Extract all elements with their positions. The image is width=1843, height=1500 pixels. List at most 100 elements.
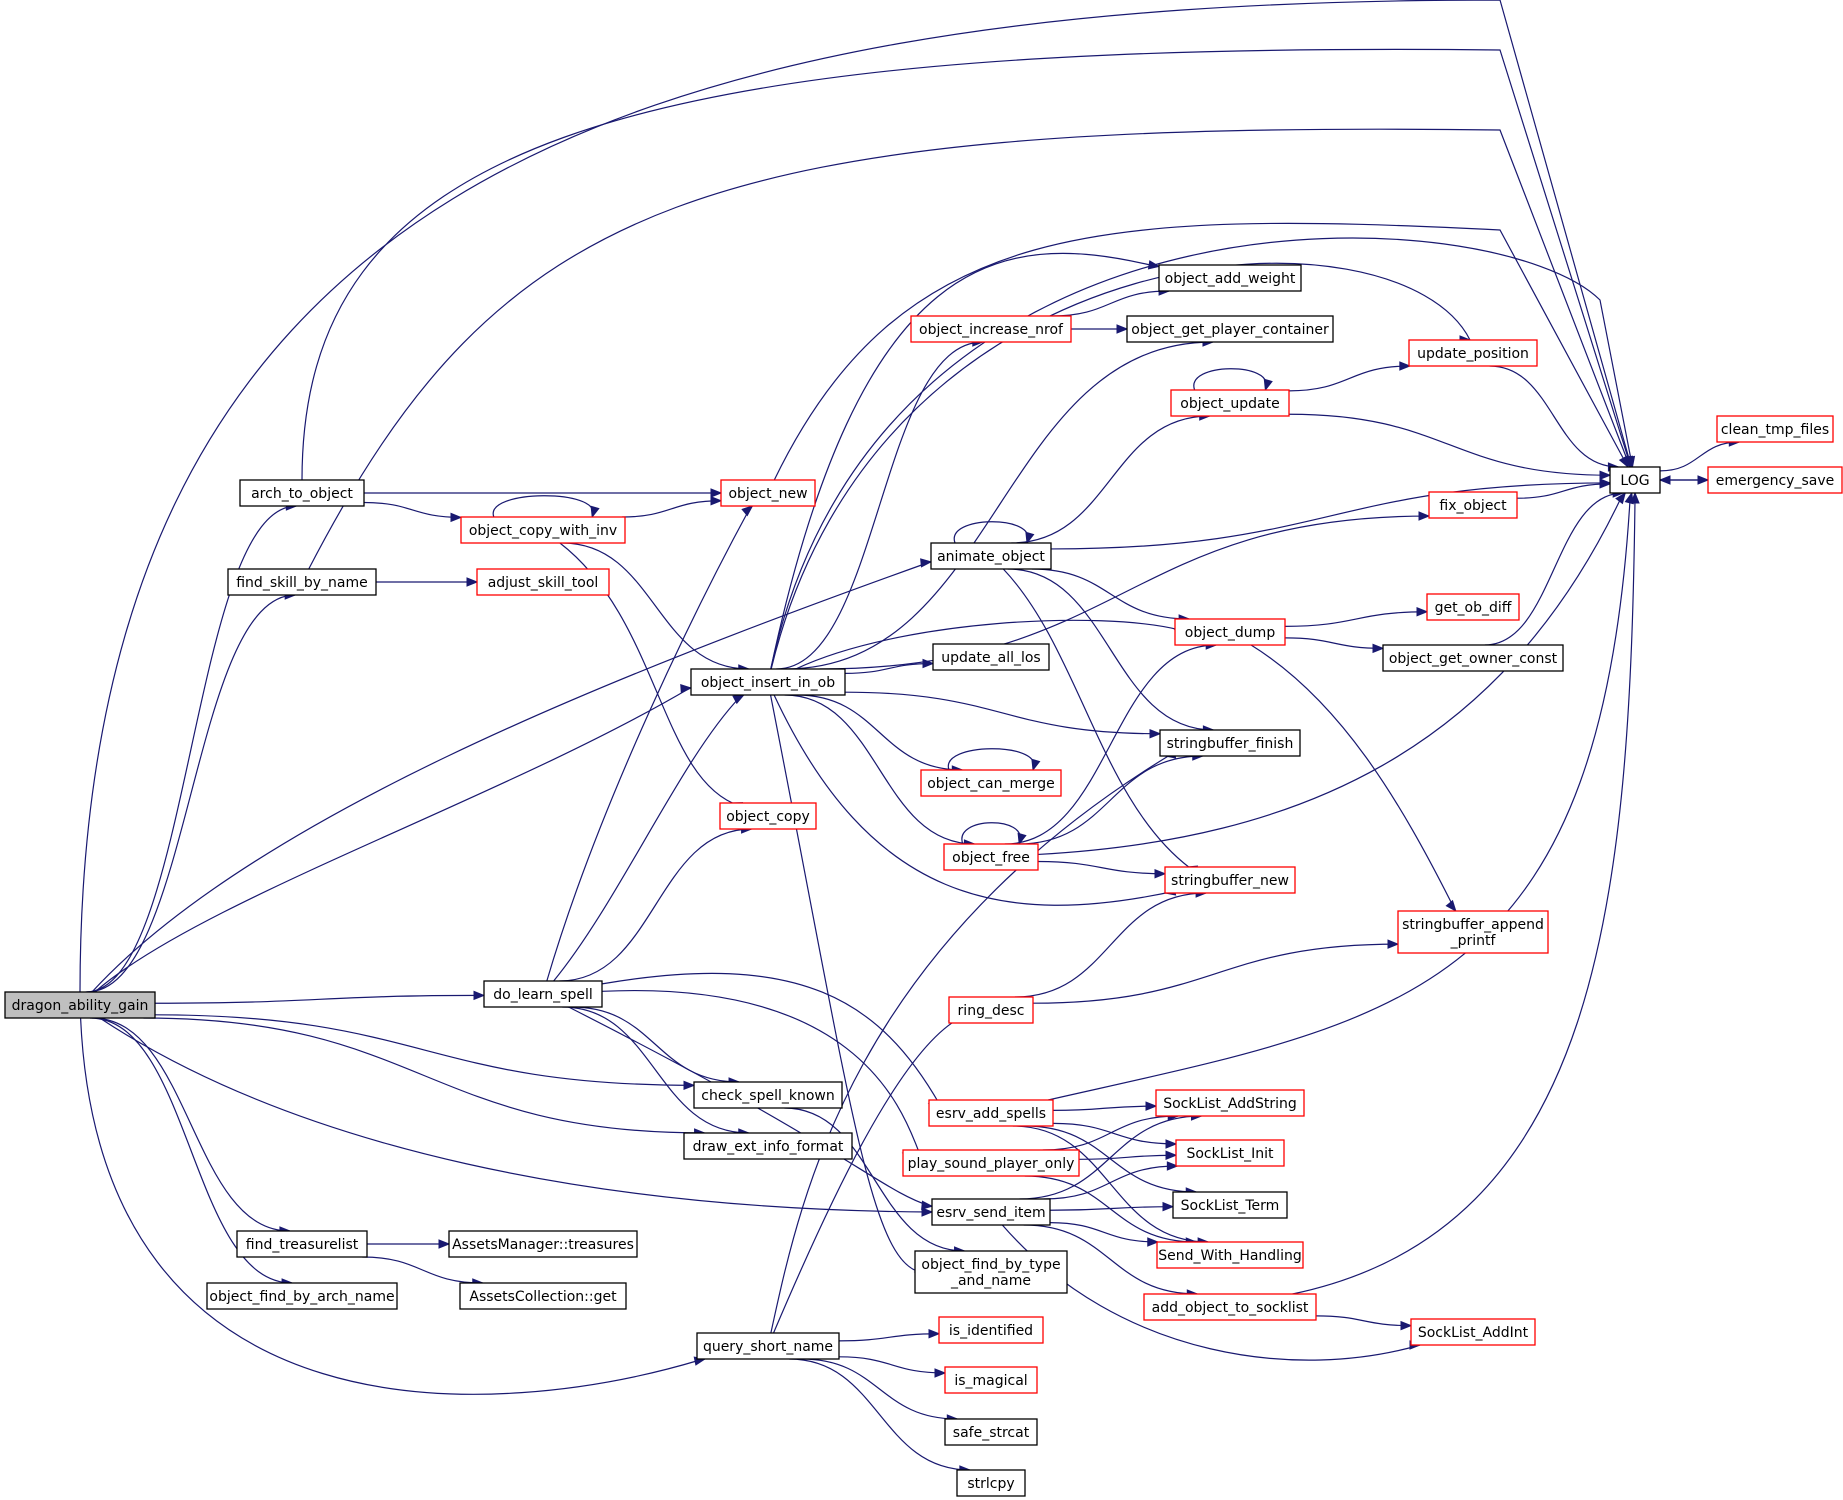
node-object-find-by-arch-name[interactable]: object_find_by_arch_name [206,1282,398,1310]
edge-line [1037,492,1626,856]
node-object-can-merge[interactable]: object_can_merge [920,769,1062,797]
node-object-get-owner-const[interactable]: object_get_owner_const [1382,644,1564,672]
edge-line [1014,892,1207,998]
node-animate-object[interactable]: animate_object [930,542,1052,570]
node-query-short-name[interactable]: query_short_name [696,1332,840,1360]
node-object-new[interactable]: object_new [720,479,816,507]
node-esrv-send-item[interactable]: esrv_send_item [931,1198,1051,1226]
node-assets-get[interactable]: AssetsCollection::get [459,1282,627,1310]
node-socklist-init[interactable]: SockList_Init [1175,1139,1285,1167]
node-object-increase-nrof[interactable]: object_increase_nrof [910,315,1072,343]
edge-arch_to_object-to-object_new [363,488,723,498]
edge-line [92,1017,290,1232]
node-ring-desc[interactable]: ring_desc [948,996,1034,1024]
node-fix-object[interactable]: fix_object [1428,491,1518,519]
edge-object_copy_with_inv-to-object_copy_with_inv [492,495,600,519]
node-box [1426,593,1520,621]
node-strlcpy[interactable]: strlcpy [956,1469,1026,1497]
node-esrv-add-spells[interactable]: esrv_add_spells [928,1099,1054,1127]
arrowhead [1387,939,1400,949]
node-label: play_sound_player_only [908,1156,1075,1172]
node-is-magical[interactable]: is_magical [944,1366,1038,1394]
node-box [448,1230,638,1258]
node-assets-treasures[interactable]: AssetsManager::treasures [448,1230,638,1258]
node-get-ob-diff[interactable]: get_ob_diff [1426,593,1520,621]
edge-line [601,972,942,1106]
node-is-identified[interactable]: is_identified [938,1316,1044,1344]
edge-do_learn_spell-to-object_copy [559,824,753,982]
edge-line [770,262,1471,670]
node-check-spell-known[interactable]: check_spell_known [693,1081,843,1109]
node-do-learn-spell[interactable]: do_learn_spell [483,980,603,1008]
edge-line [1489,365,1619,468]
node-label: safe_strcat [953,1425,1030,1441]
node-box [1408,339,1538,367]
node-label: object_find_by_type [921,1257,1060,1273]
arrowhead [1145,1101,1158,1111]
edge-object_free-to-stringbuffer_new [1037,860,1167,879]
node-box [1158,264,1302,292]
node-box [1159,729,1301,757]
edge-animate_object-to-object_update [1011,411,1212,544]
node-dragon[interactable]: dragon_ability_gain [4,991,156,1019]
edge-dragon-to-draw_ext_info_format [143,1017,706,1138]
arrowhead [710,495,723,506]
node-arch-to-object[interactable]: arch_to_object [239,479,365,507]
node-socklist-term[interactable]: SockList_Term [1172,1191,1288,1219]
node-send-with-handling[interactable]: Send_With_Handling [1156,1241,1304,1269]
edge-line [1019,1115,1202,1200]
node-label: object_can_merge [927,776,1055,792]
node-object-get-player-container[interactable]: object_get_player_container [1126,315,1334,343]
arrowhead [683,1080,696,1091]
edge-line [154,1014,695,1086]
edge-line [1037,860,1166,875]
edge-line [838,1333,940,1342]
edge-object_update-to-update_position [1288,361,1412,392]
node-object-dump[interactable]: object_dump [1174,618,1286,646]
edge-line [1284,637,1384,649]
node-socklist-addint[interactable]: SockList_AddInt [1410,1318,1536,1346]
node-label: object_copy [726,809,810,825]
node-find-skill-by-name[interactable]: find_skill_by_name [227,568,377,596]
node-update-all-los[interactable]: update_all_los [932,643,1050,671]
node-stringbuffer-finish[interactable]: stringbuffer_finish [1159,729,1301,757]
edge-esrv_add_spells-to-LOG [1048,491,1634,1101]
node-log[interactable]: LOG [1609,466,1661,494]
arrowhead [710,488,723,498]
node-object-copy-with-inv[interactable]: object_copy_with_inv [460,516,626,544]
node-box [928,1099,1054,1127]
edge-do_learn_spell-to-check_spell_known [571,1006,741,1087]
edge-object_insert_in_ob-to-object_can_merge [796,694,964,775]
node-object-find-by-type-and-name[interactable]: object_find_by_type_and_name [914,1250,1068,1294]
node-box [1172,1191,1288,1219]
node-safe-strcat[interactable]: safe_strcat [944,1418,1038,1446]
edge-line [1052,1122,1177,1145]
node-object-copy[interactable]: object_copy [719,802,817,830]
edge-object_can_merge-to-object_can_merge [948,748,1041,772]
node-object-free[interactable]: object_free [943,843,1039,871]
edge-line [154,994,485,1004]
node-box [920,769,1062,797]
node-play-sound-player-only[interactable]: play_sound_player_only [902,1149,1080,1177]
edge-line [784,694,975,845]
arrowhead [1165,1139,1178,1149]
edge-object_insert_in_ob-to-stringbuffer_new [773,694,1181,906]
node-emergency-save[interactable]: emergency_save [1707,466,1843,494]
node-clean-tmp-files[interactable]: clean_tmp_files [1716,415,1834,443]
edge-object_update-to-object_update [1193,368,1273,392]
edge-object_update-to-LOG [1288,413,1612,480]
node-adjust-skill-tool[interactable]: adjust_skill_tool [476,568,610,596]
node-find-treasurelist[interactable]: find_treasurelist [236,1230,368,1258]
edge-line [770,754,1171,1334]
node-update-position[interactable]: update_position [1408,339,1538,367]
node-object-insert-in-ob[interactable]: object_insert_in_ob [690,668,846,696]
node-stringbuffer-append-printf[interactable]: stringbuffer_append_printf [1397,910,1549,954]
node-object-add-weight[interactable]: object_add_weight [1158,264,1302,292]
edge-dragon-to-check_spell_known [154,1014,696,1091]
node-socklist-addstring[interactable]: SockList_AddString [1155,1089,1305,1117]
node-stringbuffer-new[interactable]: stringbuffer_new [1164,866,1296,894]
node-draw-ext-info-format[interactable]: draw_ext_info_format [683,1132,853,1160]
arrowhead [920,558,933,568]
node-add-object-to-socklist[interactable]: add_object_to_socklist [1143,1293,1317,1321]
node-object-update[interactable]: object_update [1170,389,1290,417]
